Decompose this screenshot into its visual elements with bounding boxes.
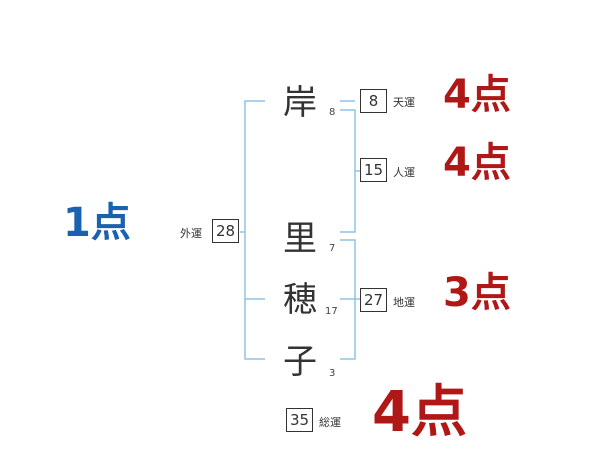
name-char-ho: 穂 bbox=[283, 280, 317, 320]
outer-bracket bbox=[244, 100, 265, 360]
chi-fortune-value: 27 bbox=[360, 288, 387, 312]
gai-fortune-value: 28 bbox=[212, 219, 239, 243]
name-char-sato: 里 bbox=[283, 219, 317, 259]
stroke-count-sato: 7 bbox=[329, 243, 336, 254]
total-fortune-label: 総運 bbox=[319, 416, 341, 429]
stroke-count-kishi: 8 bbox=[329, 107, 336, 118]
stroke-count-ho: 17 bbox=[325, 306, 338, 317]
ten-fortune-label: 天運 bbox=[393, 96, 415, 109]
stroke-count-ko: 3 bbox=[329, 368, 336, 379]
name-char-ko: 子 bbox=[283, 342, 317, 382]
jin-fortune-value: 15 bbox=[360, 158, 387, 182]
total-fortune-value: 35 bbox=[286, 408, 313, 432]
gai-fortune-label: 外運 bbox=[180, 227, 202, 240]
name-char-kishi: 岸 bbox=[283, 83, 317, 123]
total-fortune-score: 4点 bbox=[372, 380, 467, 445]
jin-bracket bbox=[340, 109, 356, 233]
jin-fortune-label: 人運 bbox=[393, 166, 415, 179]
jin-fortune-score: 4点 bbox=[443, 140, 511, 186]
ten-fortune-value: 8 bbox=[360, 89, 387, 113]
gai-fortune-score: 1点 bbox=[63, 200, 131, 246]
ten-fortune-score: 4点 bbox=[443, 72, 511, 118]
chi-fortune-label: 地運 bbox=[393, 296, 415, 309]
chi-fortune-score: 3点 bbox=[443, 270, 511, 316]
